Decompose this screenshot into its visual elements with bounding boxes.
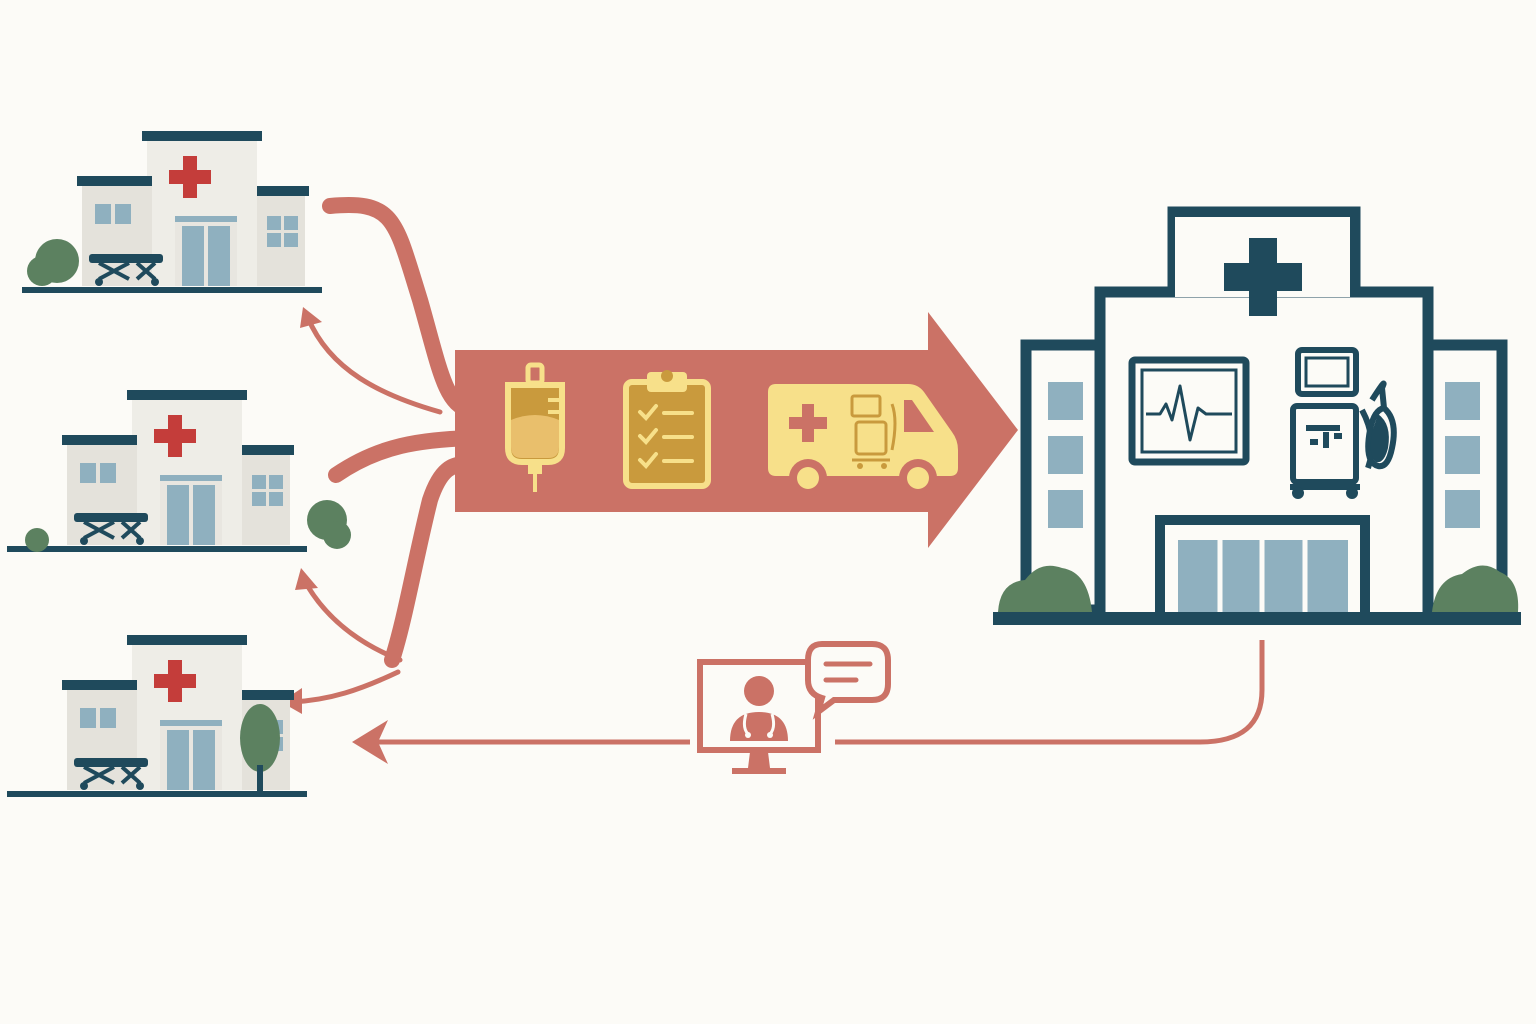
ambulance-icon [768,384,958,497]
telemedicine-doctor-icon [697,659,821,774]
small-hospital-bottom [5,633,309,799]
hospital-entrance [1155,515,1370,625]
large-hospital [993,206,1521,625]
ventilator-icon [1290,347,1397,485]
transfer-arrow [455,312,1018,548]
building-windows [1048,382,1480,528]
small-hospital-middle [5,388,351,554]
tree-icon [240,704,280,791]
tree-icon [25,500,351,552]
chat-bubble-icon [805,641,891,720]
clipboard-checklist-icon [623,370,711,489]
tree-icon [27,239,79,286]
iv-bag-icon [505,362,565,492]
bush-icon [998,565,1519,612]
cross-icon [1224,238,1302,316]
feedback-arrowheads [281,307,322,714]
small-hospital-top [20,129,324,295]
return-flow [352,640,1265,764]
inbound-flow-lines [322,197,478,668]
heart-monitor-icon [1128,356,1250,466]
